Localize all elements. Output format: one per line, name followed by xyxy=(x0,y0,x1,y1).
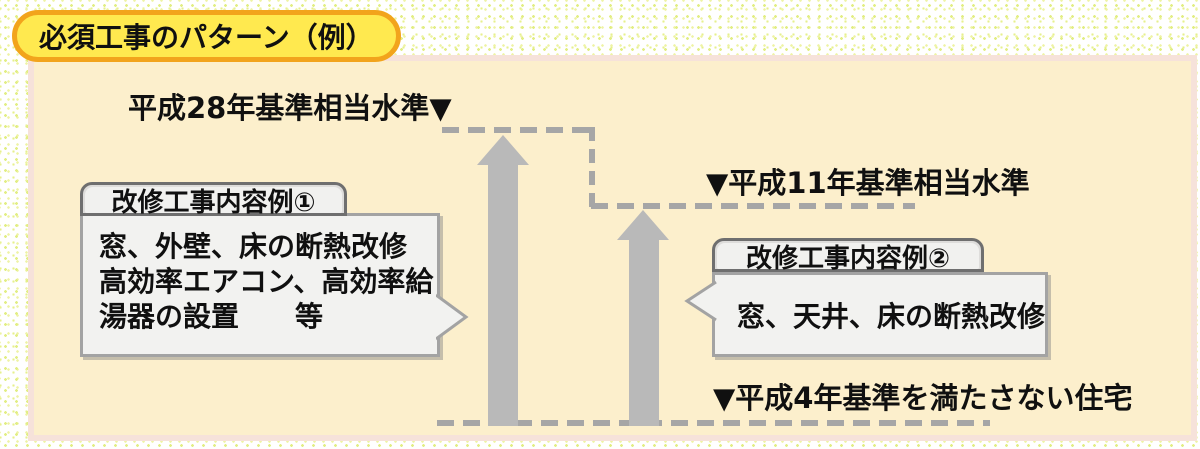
dashed-line-h4-level xyxy=(437,420,990,426)
level-label-h11: ▼平成11年基準相当水準 xyxy=(706,166,1030,200)
callout-1-body: 窓、外壁、床の断熱改修 高効率エアコン、高効率給 湯器の設置 等 xyxy=(80,213,440,357)
callout-2-body: 窓、天井、床の断熱改修 xyxy=(712,272,1048,357)
upgrade-arrow-short-shaft xyxy=(629,239,659,426)
upgrade-arrow-tall-head xyxy=(477,135,529,165)
callout-2-header: 改修工事内容例② xyxy=(717,243,979,274)
dashed-line-step-down xyxy=(589,127,595,209)
callout-2-text: 窓、天井、床の断熱改修 xyxy=(737,299,1046,333)
dashed-line-h28-level xyxy=(442,127,595,133)
callout-1-line-1: 窓、外壁、床の断熱改修 xyxy=(99,230,408,263)
upgrade-arrow-short-head xyxy=(617,210,669,240)
callout-1-tab: 改修工事内容例① xyxy=(80,182,347,218)
callout-1-line-2: 高効率エアコン、高効率給 xyxy=(99,265,434,298)
callout-2-tab: 改修工事内容例② xyxy=(712,238,984,274)
callout-1-tail-pointer xyxy=(436,293,469,341)
title-badge: 必須工事のパターン（例） xyxy=(12,10,401,62)
callout-2-tail-pointer xyxy=(684,280,717,322)
dashed-line-h11-level xyxy=(591,203,915,209)
level-label-h28: 平成28年基準相当水準▼ xyxy=(128,91,452,125)
callout-1-header: 改修工事内容例① xyxy=(85,187,342,218)
title-badge-label: 必須工事のパターン（例） xyxy=(39,21,374,54)
upgrade-arrow-tall-shaft xyxy=(488,164,518,426)
callout-1-line-3: 湯器の設置 等 xyxy=(99,300,324,333)
level-label-h4: ▼平成4年基準を満たさない住宅 xyxy=(713,381,1133,415)
